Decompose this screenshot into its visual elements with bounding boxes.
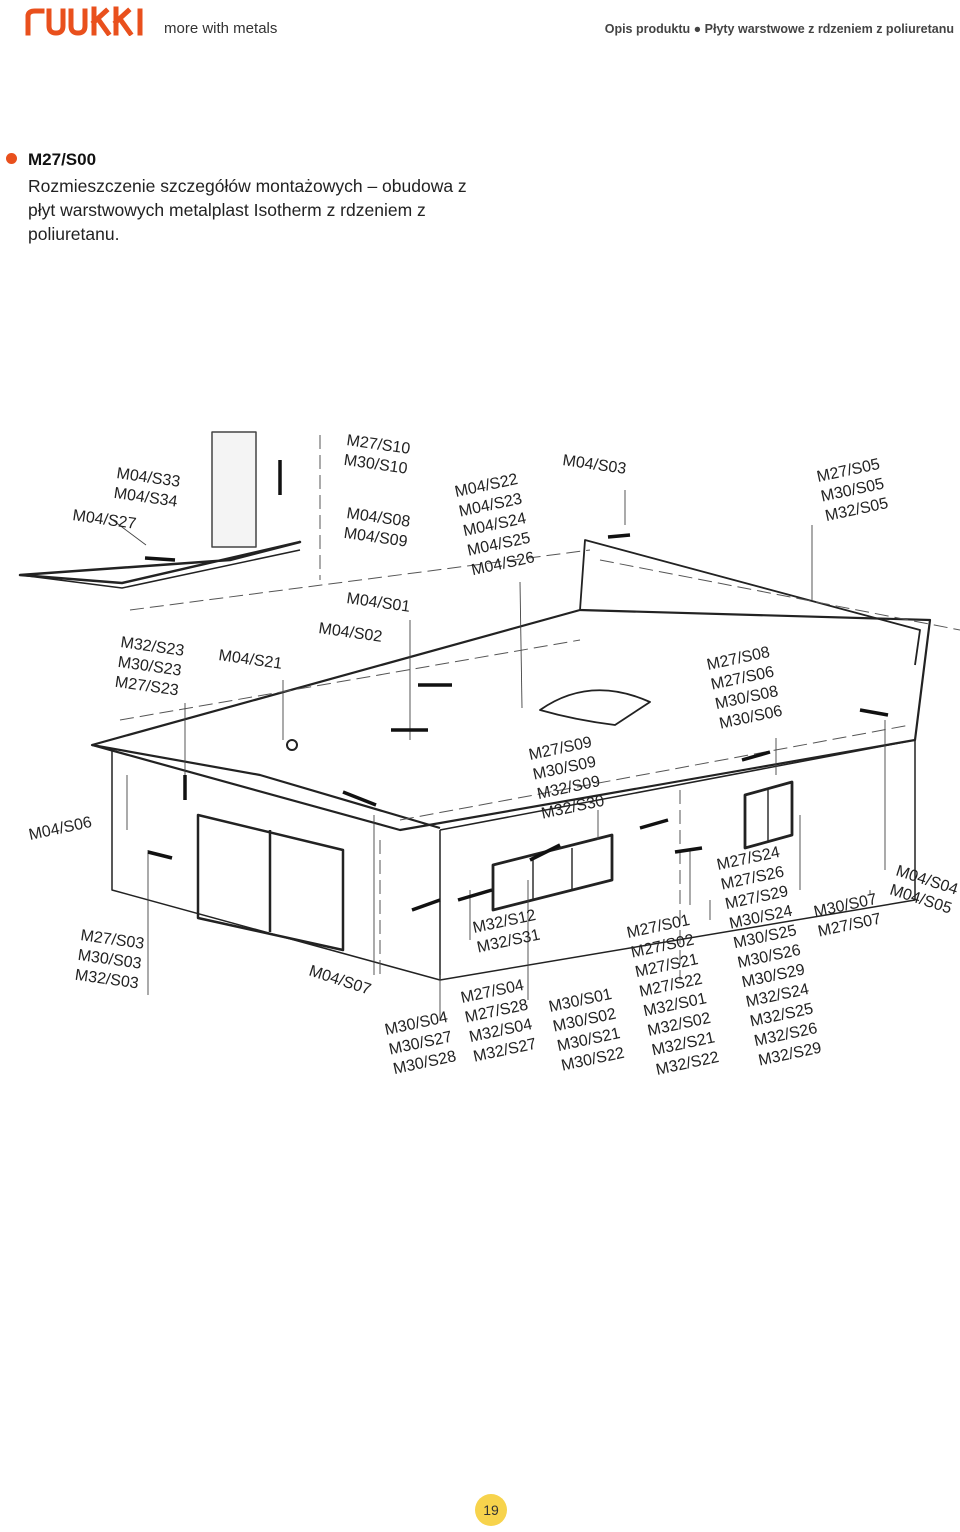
section-description: Rozmieszczenie szczegółów montażowych – … (28, 176, 467, 244)
label-group-06: M04/S03 (561, 452, 627, 478)
detail-label: M04/S06 (27, 814, 93, 844)
label-group-09: M04/S02 (317, 620, 383, 646)
label-group-16: M04/S07 (307, 963, 373, 999)
detail-label: M04/S07 (307, 963, 373, 999)
label-group-02: M04/S27 (71, 507, 137, 533)
ruukki-logo (25, 6, 143, 36)
section-title: M27/S00 (28, 150, 97, 169)
breadcrumb: Opis produktu ● Płyty warstwowe z rdzeni… (604, 22, 954, 36)
tagline: more with metals (164, 20, 278, 37)
page-number: 19 (475, 1494, 507, 1526)
label-group-14: M04/S06 (27, 814, 93, 844)
detail-label: M04/S02 (317, 620, 383, 646)
label-group-11: M04/S21 (217, 647, 283, 673)
bullet-icon (6, 153, 17, 164)
detail-label: M04/S21 (217, 647, 283, 673)
detail-label: M04/S03 (561, 452, 627, 478)
label-group-08: M04/S01 (345, 590, 411, 616)
detail-label: M04/S27 (71, 507, 137, 533)
detail-label: M04/S01 (345, 590, 411, 616)
